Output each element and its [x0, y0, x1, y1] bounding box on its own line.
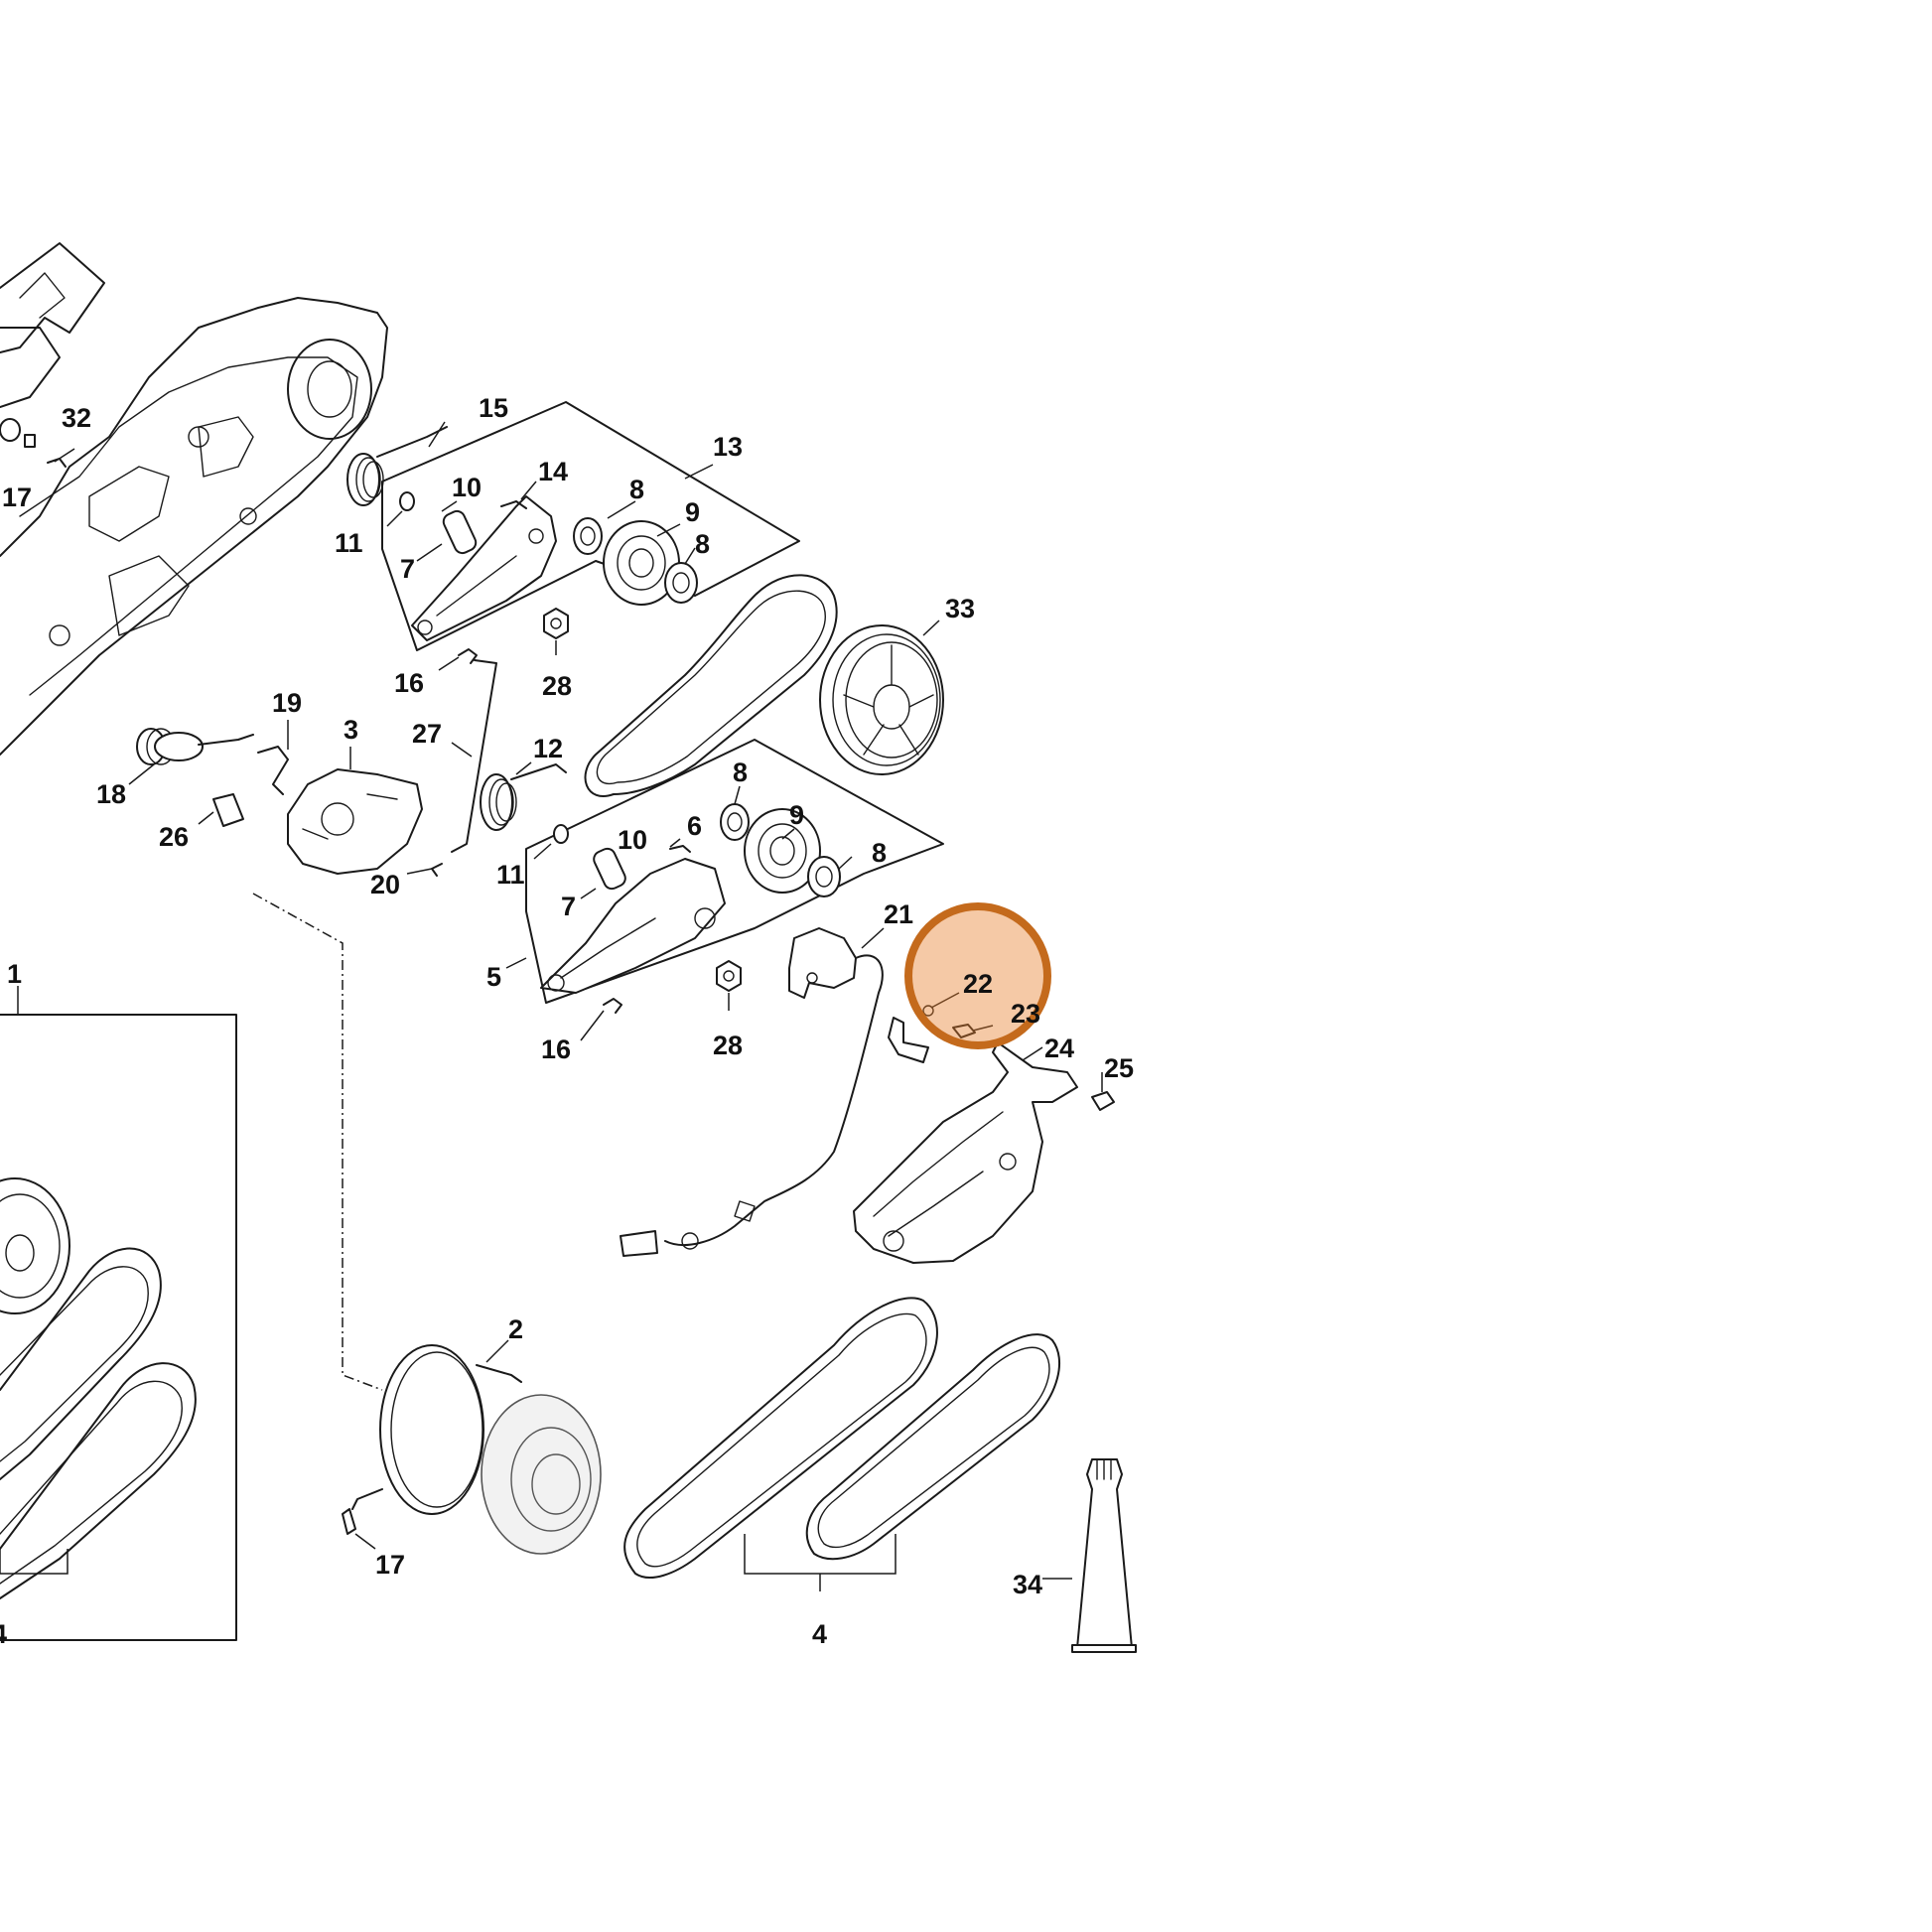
screw-17 — [342, 1508, 356, 1535]
spring-12 — [480, 763, 567, 831]
v-belts-4 — [623, 1297, 1061, 1591]
callout-10b: 10 — [618, 825, 647, 855]
callout-5: 5 — [486, 962, 501, 992]
handle-bracket-part — [0, 242, 105, 408]
grease-tube-34 — [1071, 1458, 1137, 1653]
callout-8b: 8 — [695, 529, 710, 559]
callout-19: 19 — [272, 688, 302, 718]
callout-8c: 8 — [733, 758, 748, 787]
washer-11 — [553, 824, 569, 844]
clutch-part-3 — [287, 768, 423, 875]
lever-19 — [257, 746, 289, 795]
callout-8d: 8 — [872, 838, 887, 868]
callout-20: 20 — [370, 870, 400, 899]
bracket-22 — [888, 1005, 934, 1063]
callout-3: 3 — [344, 715, 358, 745]
washer-11 — [399, 491, 415, 511]
clip-16 — [603, 998, 622, 1014]
callout-11b: 11 — [496, 860, 525, 890]
callout-24: 24 — [1044, 1034, 1074, 1063]
callout-25: 25 — [1104, 1053, 1134, 1083]
tensioner-assembly-13 — [381, 401, 800, 651]
callout-28b: 28 — [713, 1031, 743, 1060]
leader-lines — [17, 421, 1103, 1580]
callout-9b: 9 — [789, 800, 804, 830]
callout-4a: 4 — [0, 1619, 7, 1649]
callout-22: 22 — [963, 969, 993, 999]
poly-v-belt — [584, 574, 838, 797]
callout-11a: 11 — [335, 528, 363, 558]
callout-17b: 17 — [375, 1550, 405, 1580]
tensioner-assembly-5 — [525, 739, 944, 1004]
callout-27: 27 — [412, 719, 442, 749]
callout-4b: 4 — [812, 1619, 827, 1649]
arm-24 — [853, 1041, 1078, 1264]
callout-34: 34 — [1013, 1570, 1042, 1599]
callout-8a: 8 — [629, 475, 644, 504]
nut-28 — [716, 960, 742, 992]
spring-15 — [346, 426, 448, 506]
kit-box-1 — [0, 1014, 237, 1641]
callout-13: 13 — [713, 432, 743, 462]
clip-16 — [458, 648, 478, 664]
callout-17a: 17 — [2, 483, 32, 512]
callout-labels: 15 13 14 10 11 7 8 9 8 33 28 16 19 3 27 … — [0, 393, 1134, 1649]
callout-16b: 16 — [541, 1035, 571, 1064]
callout-33: 33 — [945, 594, 975, 623]
callout-9a: 9 — [685, 497, 700, 527]
callout-32: 32 — [62, 403, 91, 433]
callout-10a: 10 — [452, 473, 482, 502]
part-26 — [212, 793, 244, 827]
sensor-21 — [620, 927, 884, 1257]
clip-20 — [431, 863, 443, 877]
housing-part — [0, 297, 388, 756]
callout-7a: 7 — [400, 554, 415, 584]
callout-1: 1 — [7, 959, 22, 989]
pulley-33 — [819, 624, 944, 775]
screw-25 — [1091, 1091, 1115, 1111]
callout-6: 6 — [687, 811, 702, 841]
reference-line — [252, 893, 383, 1391]
spring-18 — [136, 728, 254, 765]
callout-16a: 16 — [394, 668, 424, 698]
callout-7b: 7 — [561, 892, 576, 921]
highlight-marker — [904, 902, 1051, 1049]
callout-26: 26 — [159, 822, 189, 852]
fasteners-32-17 — [0, 418, 67, 468]
brake-part-2 — [351, 1344, 602, 1555]
callout-18: 18 — [96, 779, 126, 809]
rod-27 — [451, 659, 497, 853]
callout-2: 2 — [508, 1314, 523, 1344]
callout-23: 23 — [1011, 999, 1040, 1029]
callout-12: 12 — [533, 734, 563, 763]
callout-15: 15 — [479, 393, 508, 423]
callout-21: 21 — [884, 899, 913, 929]
nut-28 — [543, 608, 569, 639]
callout-14: 14 — [538, 457, 568, 486]
callout-28a: 28 — [542, 671, 572, 701]
screw-23 — [952, 1024, 976, 1038]
